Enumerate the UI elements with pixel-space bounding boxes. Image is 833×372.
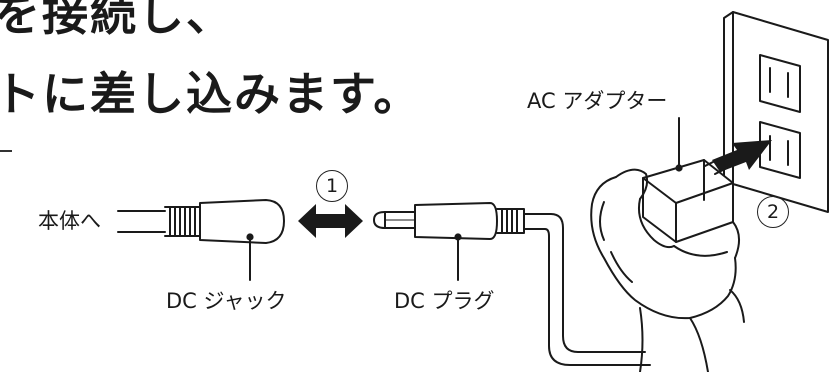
step-2-badge: 2 (757, 196, 789, 228)
adapter-cord (523, 213, 651, 366)
body-cable (117, 210, 166, 233)
label-to-body: 本体へ (38, 209, 101, 233)
insert-arrow-icon (712, 140, 772, 172)
wall-outlet-icon (723, 11, 829, 213)
heading-line-1: を接続し、 (0, 0, 234, 41)
dash-mark (0, 150, 12, 152)
dc-jack-icon (164, 199, 285, 244)
label-dc-plug: DC プラグ (394, 289, 495, 313)
step-1-badge: 1 (316, 170, 348, 202)
heading-line-2: トに差し込みます。 (0, 67, 422, 121)
double-arrow-icon (298, 204, 363, 238)
ac-adapter-icon (642, 159, 734, 243)
hand-icon (590, 168, 745, 372)
label-ac-adapter: AC アダプター (527, 89, 668, 113)
dc-plug-icon (373, 202, 525, 241)
label-dc-jack: DC ジャック (166, 289, 287, 313)
